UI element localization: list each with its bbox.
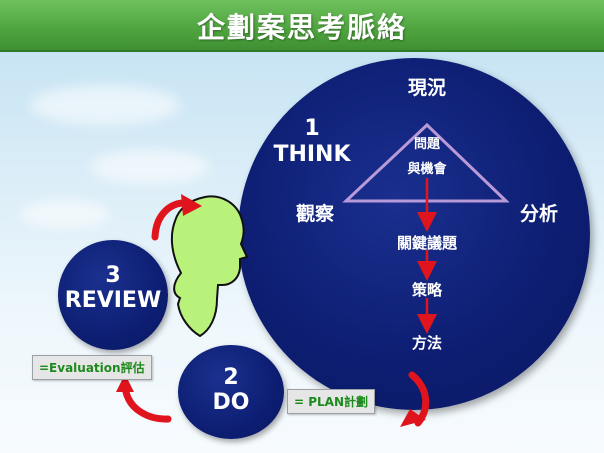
review-number: 3 bbox=[105, 263, 121, 288]
evaluation-tag: =Evaluation評估 bbox=[32, 355, 152, 380]
cloud-decoration bbox=[20, 200, 110, 228]
cloud-decoration bbox=[90, 150, 210, 184]
review-circle bbox=[58, 240, 168, 350]
think-number: 1 bbox=[304, 116, 320, 141]
triangle-inner-line-2: 與機會 bbox=[407, 162, 447, 177]
think-circle bbox=[238, 58, 590, 410]
do-label: DO bbox=[212, 390, 250, 415]
page-title: 企劃案思考脈絡 bbox=[196, 11, 407, 44]
do-number: 2 bbox=[223, 365, 239, 390]
triangle-left-label: 觀察 bbox=[295, 203, 334, 225]
curved-arrow-icon bbox=[121, 382, 172, 423]
curved-arrow-icon bbox=[400, 409, 426, 427]
triangle-inner-line-1: 問題 bbox=[413, 137, 440, 152]
curved-arrow-icon bbox=[116, 374, 134, 392]
plan-tag: = PLAN計劃 bbox=[287, 389, 376, 414]
curved-arrow-icon bbox=[181, 194, 202, 216]
flow-node-strategy: 策略 bbox=[411, 281, 442, 299]
review-label: REVIEW bbox=[64, 288, 162, 313]
head-silhouette-icon bbox=[170, 195, 249, 338]
triangle-right-label: 分析 bbox=[519, 203, 558, 225]
flow-node-key-issues: 關鍵議題 bbox=[396, 234, 457, 252]
think-label: THINK bbox=[273, 142, 351, 167]
cloud-decoration bbox=[30, 85, 180, 125]
do-circle bbox=[178, 345, 284, 439]
header-bar: 企劃案思考脈絡 bbox=[0, 0, 604, 52]
triangle-top-label: 現況 bbox=[407, 77, 446, 99]
flow-node-method: 方法 bbox=[411, 334, 442, 352]
